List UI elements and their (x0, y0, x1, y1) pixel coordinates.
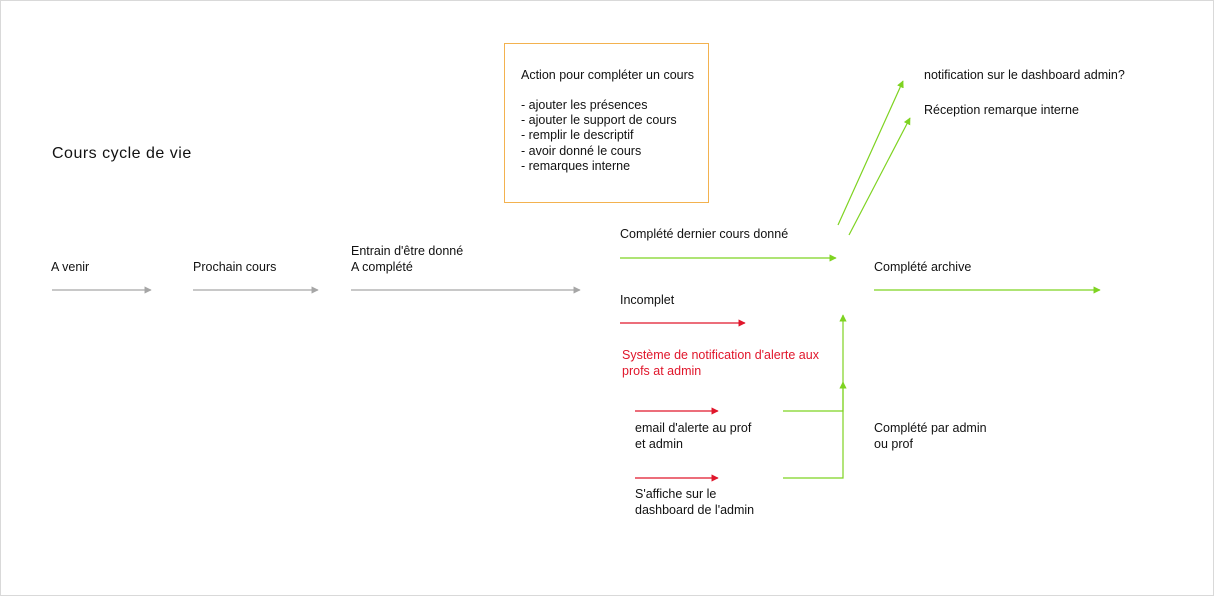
diagram-title: Cours cycle de vie (52, 145, 192, 162)
note-email-alerte: email d'alerte au prof et admin (635, 421, 752, 451)
stage-complete-dernier-cours: Complété dernier cours donné (620, 227, 789, 241)
action-item: - remarques interne (521, 158, 631, 173)
note-systeme-notification: Système de notification d'alerte aux pro… (622, 348, 819, 378)
arrow-to-dashboard-admin (837, 80, 904, 226)
note-remarque-interne: Réception remarque interne (924, 103, 1079, 117)
stage-incomplet: Incomplet (620, 293, 675, 307)
action-item: - avoir donné le cours (521, 143, 642, 158)
action-item: - remplir le descriptif (521, 128, 634, 143)
connector-email-to-complete (783, 314, 847, 412)
action-box-list: - ajouter les présences - ajouter le sup… (521, 98, 677, 174)
stage-prochain-cours: Prochain cours (193, 260, 277, 274)
note-affiche-dashboard: S'affiche sur le dashboard de l'admin (635, 487, 755, 517)
action-box: Action pour compléter un cours - ajouter… (504, 43, 709, 203)
action-item: - ajouter le support de cours (521, 113, 677, 128)
note-dashboard-admin: notification sur le dashboard admin? (924, 68, 1125, 82)
stage-entrain-detre-donne: Entrain d'être donné A complété (351, 244, 464, 274)
stage-complete-par-admin: Complété par admin ou prof (874, 421, 987, 451)
action-box-title: Action pour compléter un cours (521, 68, 695, 82)
arrow-to-remarque-interne (848, 117, 911, 236)
connector-affiche-to-complete (783, 381, 847, 479)
action-item: - ajouter les présences (521, 98, 648, 112)
stage-a-venir: A venir (51, 260, 90, 274)
stage-complete-archive: Complété archive (874, 260, 972, 274)
